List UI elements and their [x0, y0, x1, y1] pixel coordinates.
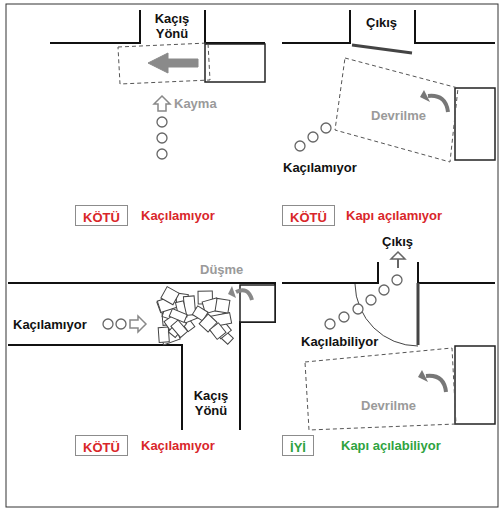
rating-text: İYİ [290, 440, 306, 455]
open-door [417, 283, 420, 345]
rating-text: KÖTÜ [83, 440, 120, 455]
fallen-item [215, 298, 230, 313]
plan-label: Kaçılamıyor [12, 317, 88, 332]
up-arrow [154, 96, 170, 111]
topple-arrow [426, 376, 446, 392]
topple-arrowhead [420, 90, 430, 102]
rating-box: İYİ [282, 435, 314, 456]
rating-text: KÖTÜ [83, 210, 120, 225]
plan-label: Çıkış [365, 15, 398, 30]
door [352, 45, 412, 53]
footsteps [325, 275, 402, 329]
fallen-item [161, 287, 179, 305]
fallen-item [210, 323, 226, 340]
fall-arrowhead [228, 286, 236, 298]
cabinet [455, 346, 495, 424]
topple-arrow [428, 96, 448, 112]
plan-label: Kaçılamıyor [282, 160, 358, 175]
toppled-cabinet [305, 348, 456, 430]
plan-label: Kaçılamıyor [140, 438, 216, 453]
rating-box: KÖTÜ [282, 205, 335, 226]
fall-arrow [236, 290, 252, 300]
plan-label: Düşme [199, 262, 244, 277]
plan-label: Kaçış Yönü [145, 11, 199, 41]
rating-text: KÖTÜ [290, 210, 327, 225]
plan-label: Devrilme [360, 398, 417, 413]
topple-arrowhead [418, 370, 428, 382]
exit-arrowhead [391, 252, 405, 259]
toppled-cabinet [335, 58, 458, 162]
footsteps [103, 319, 126, 329]
cabinet [205, 44, 265, 82]
plan-label: Kaçılamıyor [140, 208, 216, 223]
plan-label: Devrilme [370, 108, 427, 123]
walls [8, 10, 495, 430]
blocked-arrow [130, 316, 146, 332]
footsteps [157, 117, 167, 159]
plan-label: Kapı açılabiliyor [340, 438, 442, 453]
fallen-items [157, 287, 234, 345]
rating-box: KÖTÜ [75, 205, 128, 226]
plan-label: Kaçış Yönü [184, 388, 238, 418]
rating-box: KÖTÜ [75, 435, 128, 456]
plan-label: Kayma [173, 96, 218, 111]
frame [6, 4, 498, 507]
plan-label: Kaçılabiliyor [300, 334, 379, 349]
slide-arrow [148, 53, 198, 73]
plan-label: Kapı açılamıyor [345, 208, 443, 223]
footsteps [295, 123, 331, 151]
slid-cabinet [118, 43, 210, 84]
cabinet [455, 88, 495, 160]
fallen-item [171, 320, 188, 337]
fallen-item [158, 327, 169, 342]
plan-label: Çıkış [381, 234, 414, 249]
